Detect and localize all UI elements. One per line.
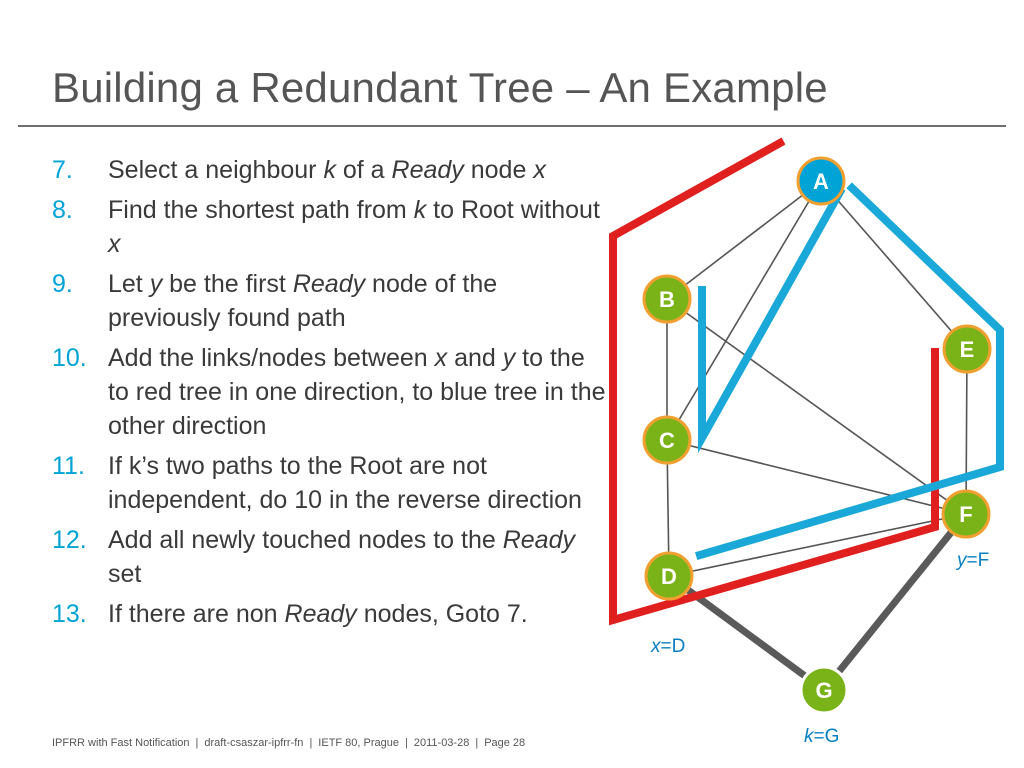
node-label: E	[960, 337, 975, 362]
step-emphasis: x	[434, 344, 448, 372]
edge-D-F	[668, 513, 967, 577]
step-text: Select a neighbour	[108, 156, 324, 184]
node-F: F	[941, 489, 991, 539]
var-name: x	[650, 636, 662, 657]
variable-labels: x=D y=F k=G	[650, 550, 989, 747]
step-emphasis: x	[108, 230, 121, 258]
footer-item: IETF 80, Prague	[318, 737, 400, 749]
node-label: C	[659, 428, 675, 453]
step-text: nodes, Goto 7.	[356, 600, 528, 628]
node-circle	[642, 274, 692, 324]
red-tree-path	[609, 137, 939, 626]
step-number: 12.	[52, 526, 87, 554]
footer-item: IPFRR with Fast Notification	[52, 737, 190, 749]
step-text: If there are non	[108, 600, 285, 628]
step-item: 9. Let y be the first Ready node of the p…	[52, 267, 612, 335]
footer-separator: |	[405, 737, 408, 749]
node-C: C	[642, 415, 692, 465]
step-emphasis: y	[502, 344, 516, 372]
footer-separator: |	[309, 737, 313, 749]
path-edge-G-F	[820, 510, 970, 694]
step-number: 9.	[52, 270, 73, 298]
step-emphasis: k	[413, 196, 427, 224]
step-text: node	[463, 156, 534, 184]
var-value: =D	[661, 636, 686, 657]
tree-paths	[609, 137, 1004, 626]
node-circle	[942, 324, 992, 374]
step-number: 10.	[52, 344, 87, 372]
step-emphasis: k	[323, 156, 336, 184]
node-circle	[799, 665, 849, 715]
node-circle	[941, 489, 991, 539]
step-number: 7.	[52, 156, 73, 184]
graph-nodes: A B C D E F G	[642, 156, 992, 715]
node-label: B	[659, 287, 675, 312]
step-item: 7. Select a neighbour k of a Ready node x	[52, 153, 612, 187]
step-emphasis: Ready	[292, 270, 366, 298]
node-label: F	[959, 502, 972, 527]
var-label-x: x=D	[650, 636, 685, 657]
node-label: G	[815, 678, 832, 703]
step-emphasis: x	[533, 156, 546, 184]
step-emphasis: Ready	[502, 526, 575, 554]
step-item: 8. Find the shortest path from k to Root …	[52, 193, 612, 261]
footer-separator: |	[195, 737, 199, 749]
node-A: A	[796, 156, 846, 206]
node-D: D	[644, 551, 694, 601]
step-text: and	[447, 344, 503, 372]
step-number: 8.	[52, 196, 73, 224]
node-B: B	[642, 274, 692, 324]
algorithm-steps: 7. Select a neighbour k of a Ready node x…	[52, 153, 612, 637]
step-number: 11.	[52, 452, 85, 480]
step-text: Add all newly touched nodes to the	[108, 526, 503, 554]
step-text: Add the links/nodes between	[108, 344, 435, 372]
step-text: node of the previously found path	[108, 270, 498, 332]
step-text: Let	[108, 270, 150, 298]
edge-B-F	[666, 298, 967, 515]
step-item: 10. Add the links/nodes between x and y t…	[52, 341, 612, 443]
var-value: =F	[967, 550, 990, 571]
edge-E-F	[965, 348, 968, 515]
slide-footer: IPFRR with Fast Notification | draft-csasz…	[52, 737, 525, 749]
step-item: 11. If k’s two paths to the Root are not …	[52, 449, 612, 517]
slide-title: Building a Redundant Tree – An Example	[52, 64, 828, 111]
blue-tree-path-left	[698, 186, 846, 454]
step-item: 13. If there are non Ready nodes, Goto 7.	[52, 597, 612, 631]
edge-A-E	[820, 180, 968, 350]
edge-A-C	[666, 180, 822, 441]
step-text: of a	[335, 156, 392, 184]
var-name: y	[955, 550, 968, 571]
var-value: =G	[814, 726, 840, 747]
var-label-k: k=G	[804, 726, 839, 747]
blue-tree-path-right	[695, 182, 1004, 560]
step-item: 12. Add all newly touched nodes to the Re…	[52, 523, 612, 591]
node-E: E	[942, 324, 992, 374]
step-emphasis: Ready	[284, 600, 357, 628]
footer-separator: |	[475, 737, 479, 749]
step-text: Find the shortest path from	[108, 196, 414, 224]
footer-item: draft-csaszar-ipfrr-fn	[204, 737, 304, 749]
step-emphasis: Ready	[391, 156, 464, 184]
edge-C-F	[666, 439, 967, 515]
step-text: to Root without	[426, 196, 600, 224]
title-divider	[18, 125, 1006, 127]
node-G: G	[799, 665, 849, 715]
step-text: to the to red tree in one direction, to …	[108, 344, 606, 440]
node-label: A	[813, 169, 829, 194]
step-emphasis: y	[149, 270, 163, 298]
step-text: be the first	[162, 270, 293, 298]
var-label-y: y=F	[955, 550, 989, 571]
step-number: 13.	[52, 600, 87, 628]
footer-item: Page 28	[484, 737, 526, 749]
var-name: k	[804, 726, 815, 747]
node-circle	[642, 415, 692, 465]
node-label: D	[661, 564, 677, 589]
node-circle	[796, 156, 846, 206]
step-text: set	[108, 560, 142, 588]
step-text: If k’s two paths to the Root are not ind…	[108, 452, 582, 514]
node-circle	[644, 551, 694, 601]
edge-A-B	[666, 180, 822, 300]
footer-item: 2011-03-28	[413, 737, 470, 749]
